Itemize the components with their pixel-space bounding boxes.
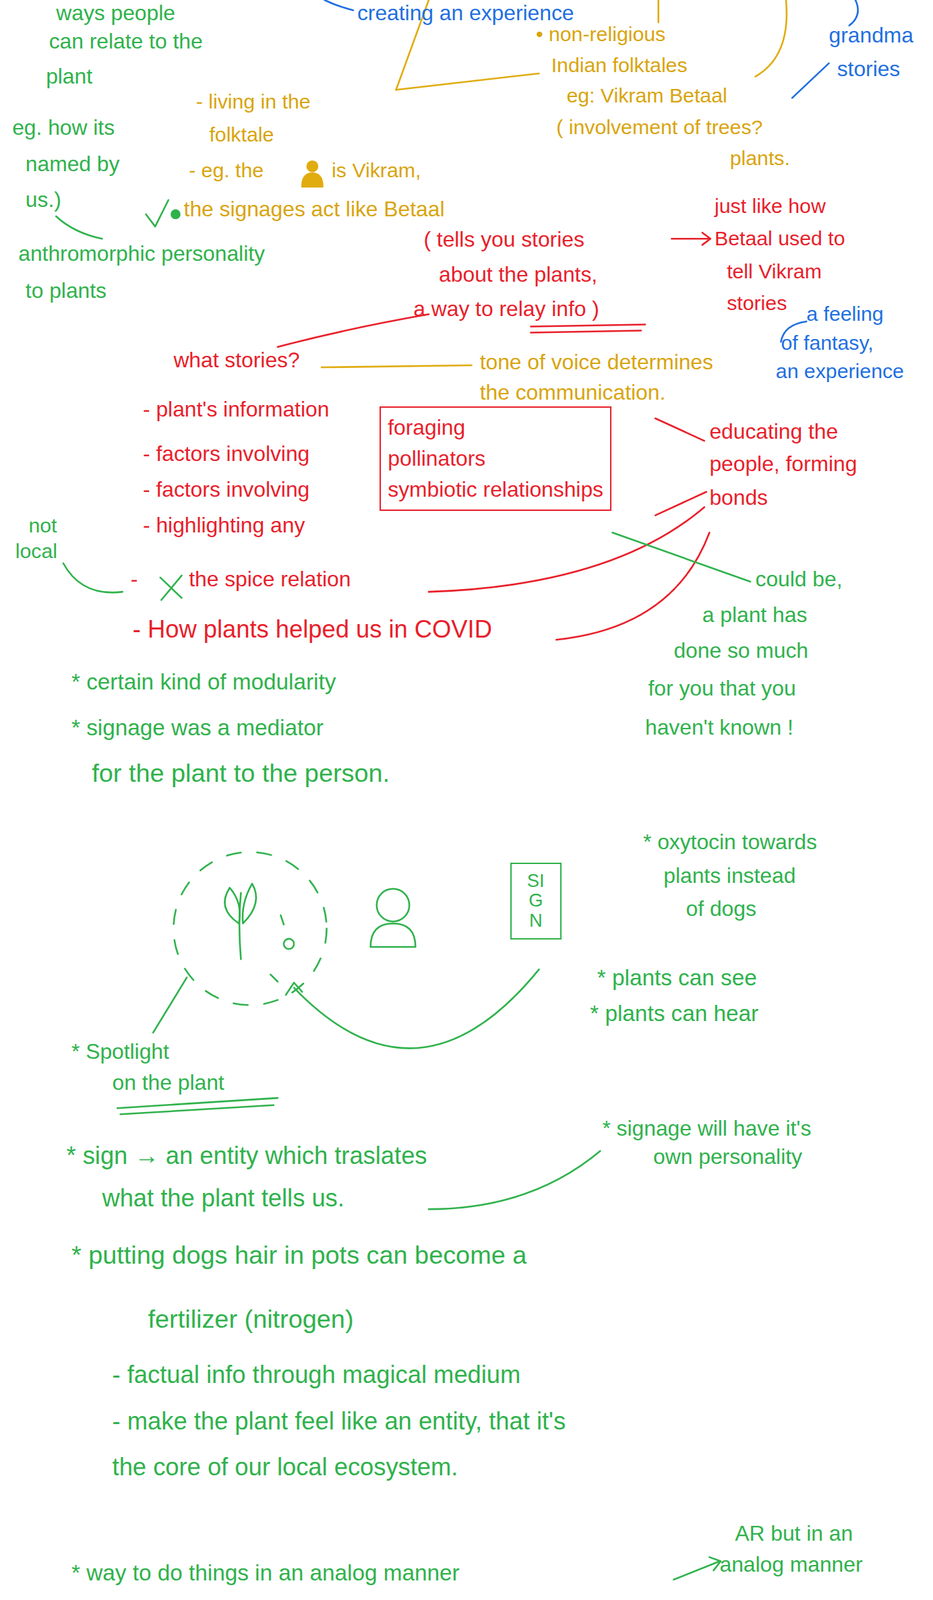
note-text: the signages act like Betaal (184, 196, 445, 222)
note-text: - factors involving (142, 476, 310, 503)
yellow-strokes (302, 0, 787, 368)
note-text: own personality (653, 1144, 803, 1170)
note-text: can relate to the (49, 28, 203, 54)
note-text: - make the plant feel like an entity, th… (112, 1406, 567, 1437)
note-text: about the plants, (438, 261, 598, 288)
note-text: creating an experience (357, 0, 575, 26)
topic-box: foragingpollinatorssymbiotic relationshi… (379, 406, 612, 511)
note-text: the spice relation (188, 566, 351, 592)
note-text: educating the (709, 418, 838, 445)
note-text: grandma (829, 22, 914, 48)
note-text: folktale (208, 122, 274, 147)
note-text: us.) (25, 186, 62, 213)
note-text: could be, (755, 566, 843, 592)
note-text: * oxytocin towards (643, 829, 818, 855)
note-text: of fantasy, (780, 330, 874, 356)
note-text: stories (726, 291, 787, 316)
note-text: ( involvement of trees? (556, 115, 763, 140)
note-text: anthromorphic personality (18, 240, 265, 267)
note-text: * plants can see (597, 964, 758, 992)
note-text: - highlighting any (142, 512, 305, 538)
note-text: of dogs (686, 895, 757, 922)
note-text: * signage was a mediator (71, 714, 324, 742)
note-text: eg. how its (12, 114, 115, 141)
note-text: haven't known ! (645, 714, 794, 741)
note-text: the communication. (479, 379, 667, 406)
node-text: foraging (387, 411, 604, 443)
note-text: * Spotlight (71, 1038, 170, 1065)
note-text: tell Vikram (726, 259, 822, 284)
note-text: plants instead (663, 862, 796, 889)
note-text: a feeling (806, 302, 884, 327)
note-text: - factors involving (142, 440, 310, 467)
note-text: plant (45, 63, 93, 89)
note-text: * certain kind of modularity (71, 668, 336, 696)
note-text: * sign → an entity which traslates (66, 1141, 427, 1171)
note-text: for you that you (648, 675, 797, 702)
note-text: what the plant tells us. (101, 1183, 344, 1214)
note-text: eg: Vikram Betaal (566, 83, 727, 108)
note-text: for the plant to the person. (91, 758, 390, 789)
note-text: * putting dogs hair in pots can become a (71, 1240, 527, 1271)
note-text: - living in the (196, 89, 311, 114)
node-text: SIGN (526, 870, 545, 932)
note-text: is Vikram, (331, 158, 421, 183)
note-text: plants. (730, 146, 791, 171)
note-text: a way to relay info ) (413, 295, 600, 322)
note-text: • non-religious (535, 22, 666, 47)
node-text: pollinators (387, 442, 604, 474)
blue-strokes (324, 0, 859, 342)
note-text: - plant's information (142, 396, 329, 423)
note-text: Indian folktales (551, 53, 688, 78)
note-text: analog manner (719, 1551, 863, 1578)
note-text: fertilizer (nitrogen) (148, 1304, 354, 1335)
note-text: done so much (673, 637, 809, 664)
note-text: * plants can hear (589, 1000, 759, 1028)
note-text: - eg. the (188, 158, 264, 183)
note-text: AR but in an (734, 1520, 853, 1547)
note-text: - factual info through magical medium (112, 1360, 522, 1391)
note-text: stories (837, 55, 901, 82)
note-text: ( tells you stories (423, 226, 584, 253)
note-text: - (130, 566, 139, 592)
note-text: on the plant (112, 1069, 225, 1096)
sign-box: SIGN (510, 862, 562, 940)
note-text: the core of our local ecosystem. (112, 1452, 459, 1483)
note-text: a plant has (702, 602, 808, 628)
note-text: - How plants helped us in COVID (132, 614, 493, 645)
note-text: what stories? (173, 347, 300, 373)
note-text: named by (25, 151, 120, 177)
note-text: * signage will have it's (602, 1115, 811, 1142)
note-text: Betaal used to (714, 226, 846, 251)
note-text: not (28, 513, 57, 538)
green-strokes (55, 200, 751, 1581)
note-text: ways people (55, 0, 176, 26)
note-text: people, forming (709, 450, 857, 477)
note-text: just like how (714, 194, 826, 219)
note-text: local (15, 539, 58, 564)
note-text: an experience (775, 359, 905, 384)
note-text: tone of voice determines (479, 349, 714, 375)
note-text: to plants (25, 277, 107, 304)
note-text: * way to do things in an analog manner (71, 1559, 460, 1587)
note-text: bonds (709, 484, 768, 511)
node-text: symbiotic relationships (387, 473, 604, 505)
